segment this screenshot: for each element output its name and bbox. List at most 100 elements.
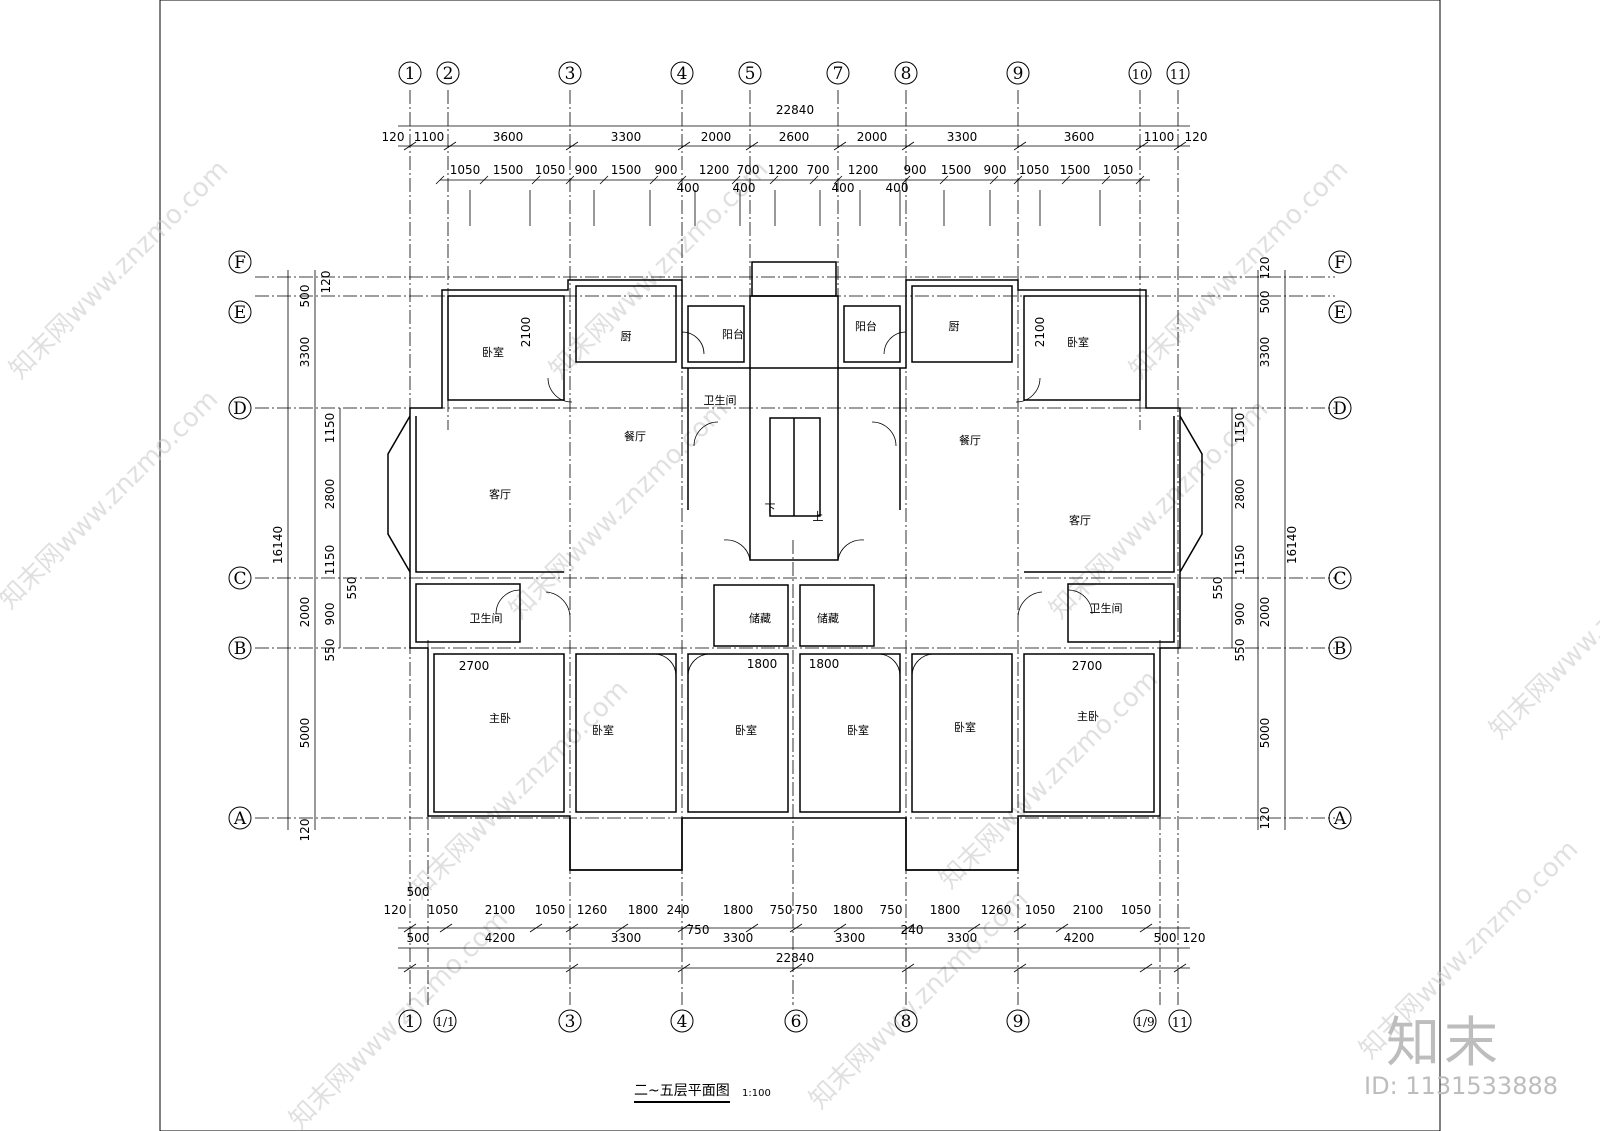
dim-label: 120 <box>298 819 312 842</box>
room-dining: 餐厅 <box>959 433 981 447</box>
axis-label: C <box>233 569 246 589</box>
dim-label: 1500 <box>611 163 642 177</box>
dim-label: 3600 <box>493 130 524 144</box>
dim-label: 1800 <box>833 903 864 917</box>
drawing-title: 二~五层平面图 <box>634 1080 730 1103</box>
dim-label: 3600 <box>1064 130 1095 144</box>
watermark-text: 知末网www.znzmo.com <box>504 394 735 625</box>
axis-label: 8 <box>901 1012 912 1032</box>
watermark-text: 知末网www.znzmo.com <box>804 884 1035 1115</box>
dim-label: 1100 <box>414 130 445 144</box>
room-bedroom: 卧室 <box>847 723 869 737</box>
dim-label: 2100 <box>1033 317 1047 348</box>
dim-label: 5000 <box>298 718 312 749</box>
stair-up: 上 <box>813 510 824 523</box>
dim-label: 2000 <box>1258 597 1272 628</box>
axis-label: A <box>233 809 247 829</box>
room-dining: 餐厅 <box>624 429 646 443</box>
dim-label: 1050 <box>1019 163 1050 177</box>
room-kitchen: 厨 <box>621 330 632 343</box>
dim-label: 3300 <box>947 931 978 945</box>
dim-label: 120 <box>1185 130 1208 144</box>
dim-label: 3300 <box>611 931 642 945</box>
axis-label: 1/1 <box>435 1015 454 1029</box>
room-kitchen: 厨 <box>949 320 960 333</box>
axis-label: F <box>234 253 246 273</box>
room-toilet: 卫生间 <box>470 611 503 625</box>
dim-label: 3300 <box>298 337 312 368</box>
dim-label: 2000 <box>701 130 732 144</box>
dim-label: 1800 <box>930 903 961 917</box>
room-living: 客厅 <box>489 487 511 501</box>
dim-label: 3300 <box>611 130 642 144</box>
axis-label: 3 <box>565 64 576 84</box>
axis-label: 1 <box>405 1012 416 1032</box>
dim-label: 900 <box>904 163 927 177</box>
room-toilet: 卫生间 <box>704 393 737 407</box>
dim-label: 2700 <box>459 659 490 673</box>
dim-label: 750 <box>880 903 903 917</box>
axis-label: 1 <box>405 64 416 84</box>
sheet-border <box>159 0 1441 1131</box>
dim-label: 2000 <box>857 130 888 144</box>
dim-label: 3300 <box>1258 337 1272 368</box>
dim-label: 120 <box>382 130 405 144</box>
dim-label: 1500 <box>1060 163 1091 177</box>
room-bedroom: 卧室 <box>1067 335 1089 349</box>
dim-label: 550 <box>345 577 359 600</box>
room-master-bedroom: 主卧 <box>489 712 511 725</box>
dimension-text: 22840 120 1100 3600 3300 2000 2600 2000 … <box>271 103 1299 965</box>
axis-label: 1/9 <box>1135 1015 1154 1029</box>
dim-label: 500 <box>1258 291 1272 314</box>
dim-label: 1200 <box>848 163 879 177</box>
dim-label: 1800 <box>628 903 659 917</box>
dim-label: 1200 <box>768 163 799 177</box>
dim-label: 2000 <box>298 597 312 628</box>
dim-label: 1800 <box>809 657 840 671</box>
axis-label: 8 <box>901 64 912 84</box>
dim-label: 900 <box>1233 603 1247 626</box>
dim-label: 120 <box>1183 931 1206 945</box>
axis-bubbles-sides <box>228 250 1352 830</box>
room-bedroom: 卧室 <box>592 723 614 737</box>
watermark-text: 知末网www.znzmo.com <box>0 384 224 615</box>
watermark-text: 知末网www.znzmo.com <box>1484 514 1600 745</box>
dim-label: 1260 <box>981 903 1012 917</box>
dim-label: 16140 <box>271 526 285 564</box>
dim-label: 1050 <box>535 163 566 177</box>
dim-label: 1150 <box>1233 413 1247 444</box>
axis-labels-top: 1 2 3 4 5 7 8 9 10 11 <box>405 64 1187 84</box>
axis-label: 7 <box>833 64 844 84</box>
dim-label: 1260 <box>577 903 608 917</box>
dim-label: 3300 <box>835 931 866 945</box>
dim-label: 550 <box>1233 639 1247 662</box>
dim-label: 1050 <box>1121 903 1152 917</box>
dim-label: 5000 <box>1258 718 1272 749</box>
dim-label: 2100 <box>1073 903 1104 917</box>
dim-label: 1050 <box>535 903 566 917</box>
axis-label: 9 <box>1013 1012 1024 1032</box>
stair-down: 下 <box>765 502 776 515</box>
dim-label: 240 <box>667 903 690 917</box>
axis-labels-bottom: 1 1/1 3 4 6 8 9 1/9 11 <box>405 1012 1189 1032</box>
dim-label: 2700 <box>1072 659 1103 673</box>
room-toilet: 卫生间 <box>1090 601 1123 615</box>
watermark-text: 知末网www.znzmo.com <box>4 154 235 385</box>
axis-label: E <box>1334 303 1346 323</box>
dim-label: 120 <box>319 271 333 294</box>
dim-label: 500 <box>298 285 312 308</box>
dim-label: 1150 <box>323 545 337 576</box>
axis-label: B <box>234 639 247 659</box>
room-labels: 卧室 厨 阳台 阳台 厨 卧室 卫生间 餐厅 餐厅 客厅 客厅 下 上 卫生间 … <box>470 319 1123 737</box>
watermark-text: 知末网www.znzmo.com <box>1124 154 1355 385</box>
axis-label: A <box>1333 809 1347 829</box>
axis-bubbles-top <box>398 61 1190 85</box>
dim-bottom-total: 22840 <box>776 951 814 965</box>
room-balcony: 阳台 <box>722 327 744 341</box>
dim-label: 240 <box>901 923 924 937</box>
dim-label: 3300 <box>723 931 754 945</box>
room-storage: 储藏 <box>749 611 771 625</box>
dim-label: 1050 <box>450 163 481 177</box>
axis-label: F <box>1334 253 1346 273</box>
